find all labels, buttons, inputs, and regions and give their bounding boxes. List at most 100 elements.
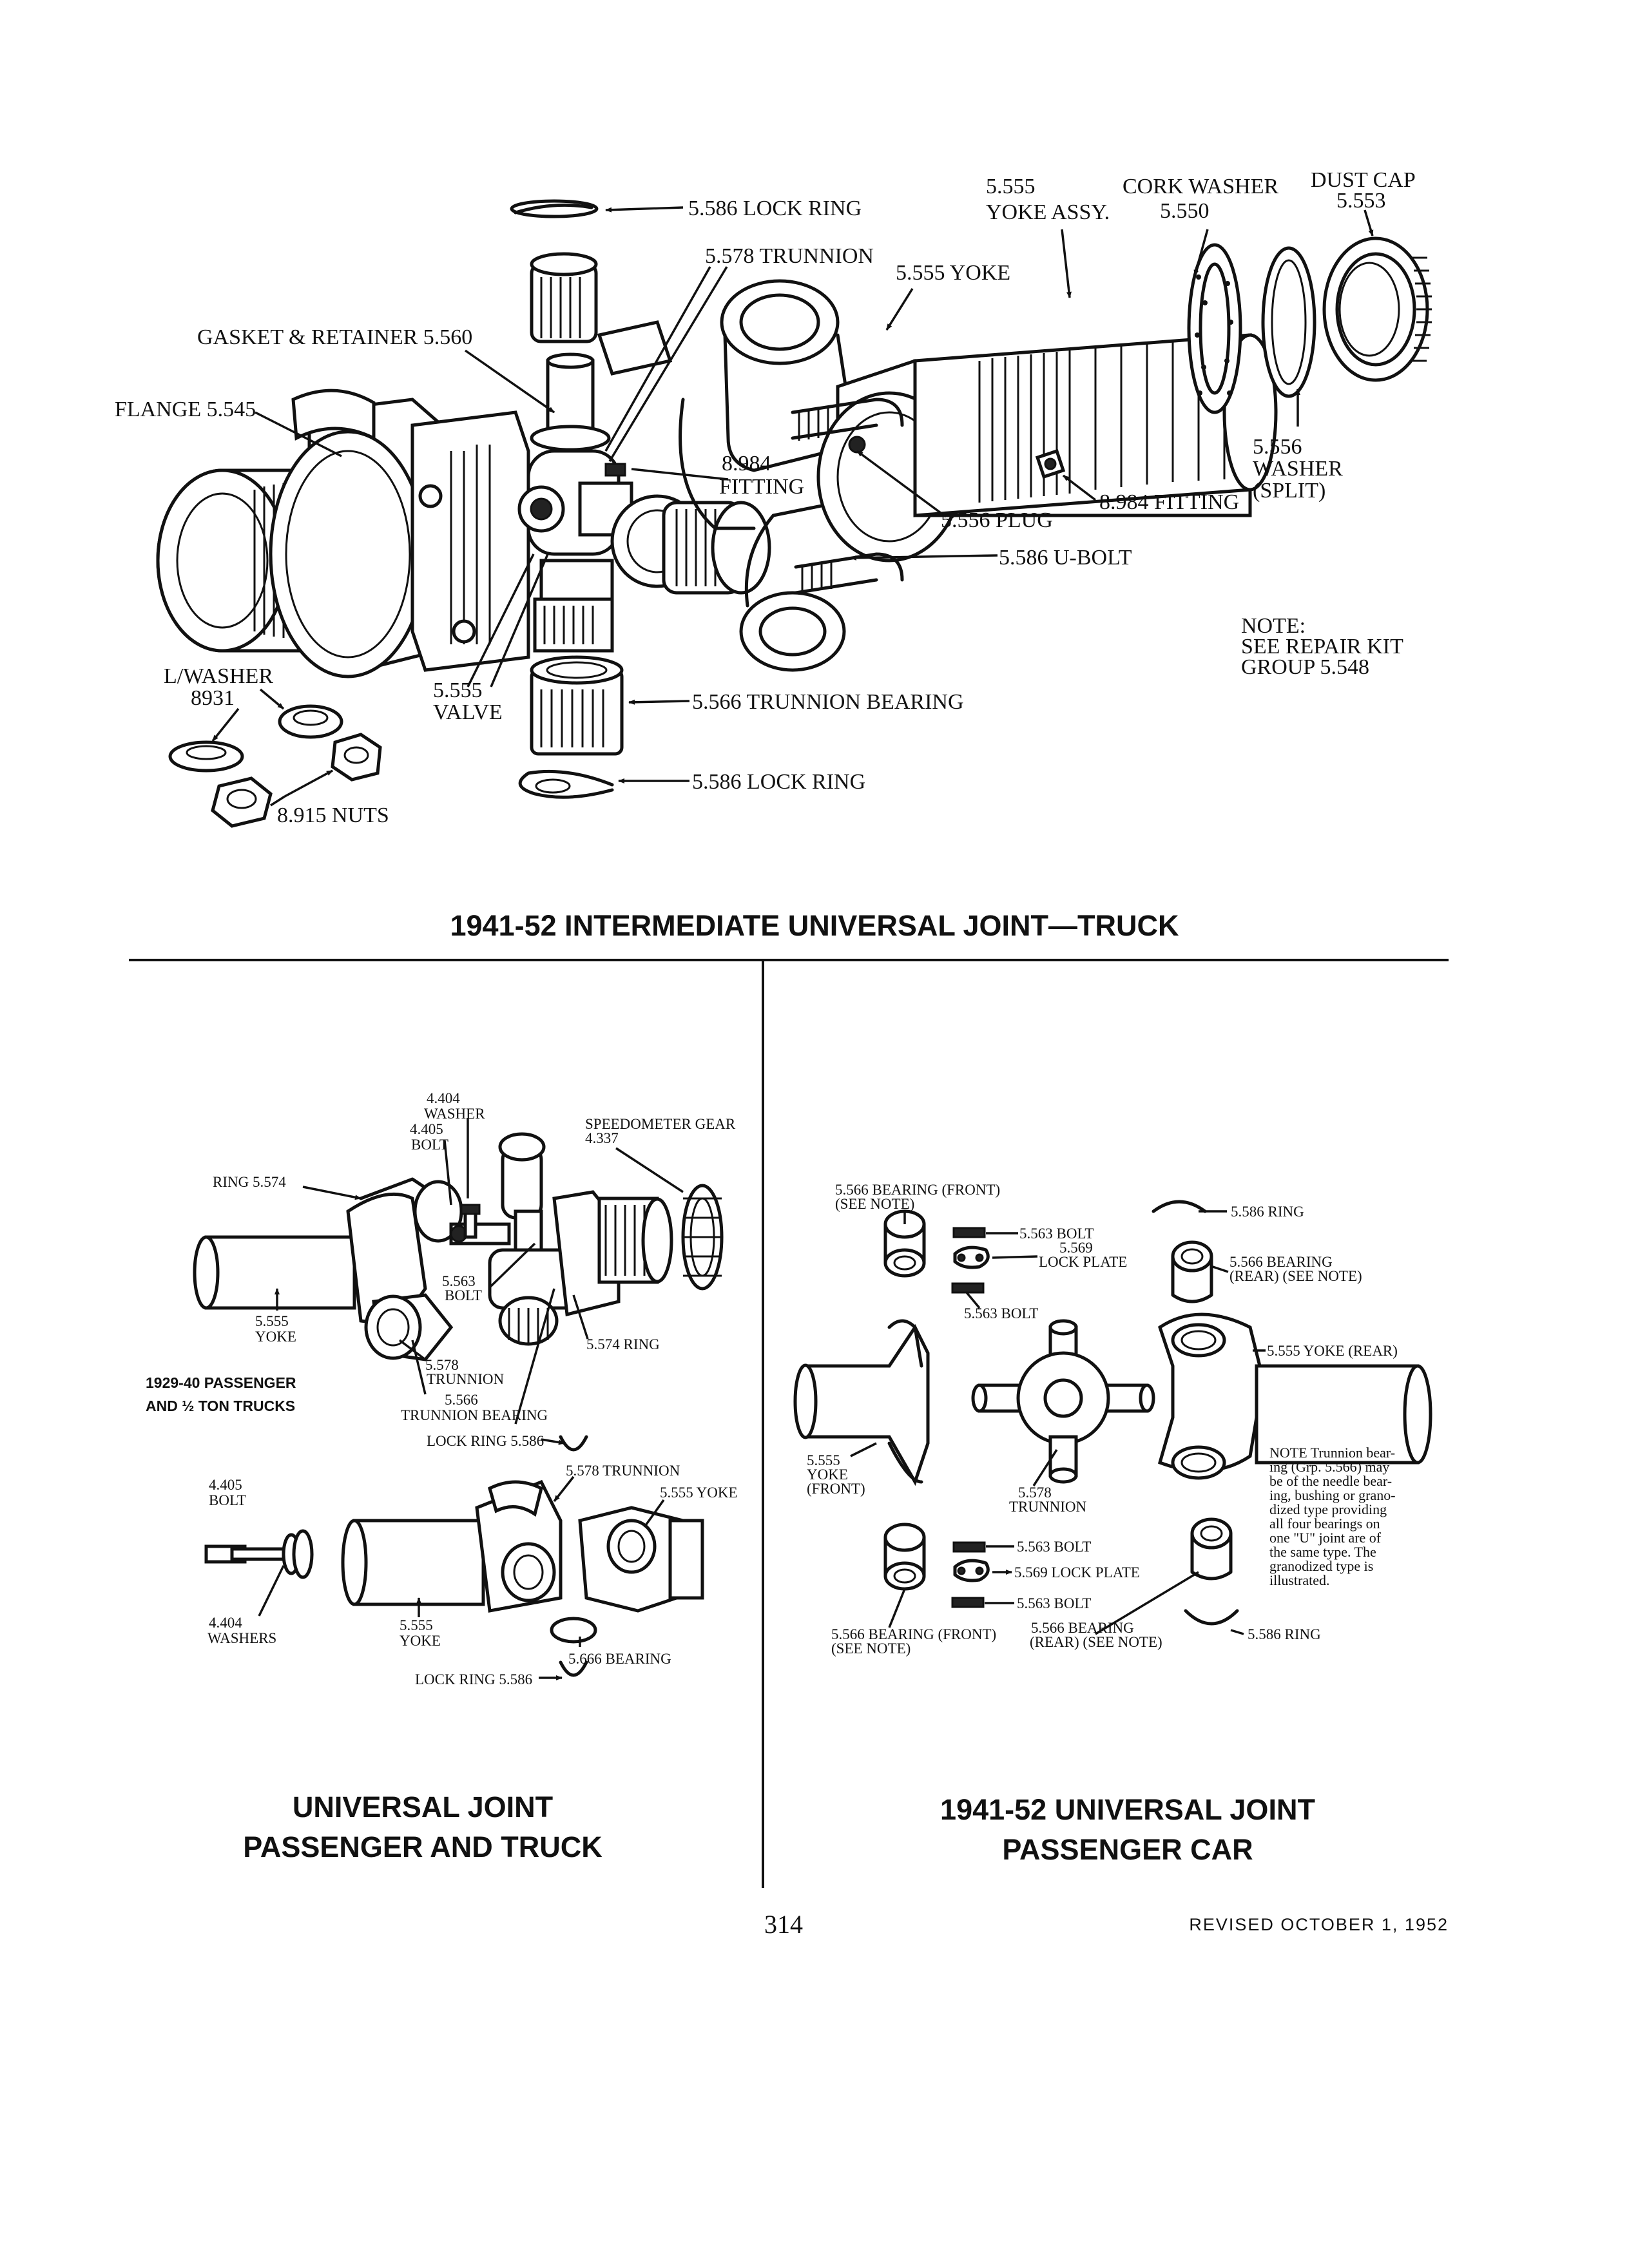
callout-fitting-num: 8.984 [722, 452, 771, 476]
cork-washer-part [1187, 243, 1242, 414]
callout-fitting-right: 8.984 FITTING [1099, 490, 1239, 514]
note-line-2: SEE REPAIR KIT [1241, 635, 1403, 658]
note-line: all four bearings on [1269, 1515, 1380, 1532]
callout-trunnion-right: TRUNNION [1009, 1499, 1086, 1515]
callout-bolt-b: 5.563 BOLT [964, 1305, 1038, 1321]
callout-bearing-front2: 5.566 BEARING (FRONT) [831, 1626, 996, 1642]
washers-nuts-part [168, 704, 382, 828]
callout-lock-ring-bottom-left: LOCK RING 5.586 [415, 1671, 532, 1687]
callout-trunnion-right-num: 5.578 [1018, 1485, 1052, 1501]
callout-cork-washer-num: 5.550 [1160, 199, 1210, 223]
callout-yoke-front: YOKE [807, 1466, 848, 1483]
callout-lock-plate: LOCK PLATE [1039, 1254, 1127, 1270]
intermediate-joint-drawing [156, 199, 1432, 828]
dust-cap-part [1322, 236, 1432, 382]
callout-see-note: (SEE NOTE) [835, 1196, 914, 1212]
callout-bearing-rear-note: (REAR) (SEE NOTE) [1229, 1268, 1362, 1284]
callout-lock-plate2: 5.569 LOCK PLATE [1014, 1564, 1140, 1581]
callout-bolt2-num: 5.563 [442, 1273, 476, 1289]
callout-yoke: YOKE [255, 1329, 296, 1345]
callout-speedo-num: 4.337 [585, 1130, 619, 1146]
callout-trunnion-num: 5.578 [425, 1357, 459, 1373]
right-caption-line-1: 1941-52 UNIVERSAL JOINT [940, 1793, 1315, 1826]
callout-dust-cap-num: 5.553 [1336, 189, 1386, 213]
note-line: the same type. The [1269, 1544, 1376, 1560]
right-leader-lines [850, 1210, 1266, 1635]
callout-see-note2: (SEE NOTE) [831, 1640, 911, 1657]
note-line-1: NOTE: [1241, 614, 1306, 638]
callout-ring2-right: 5.586 RING [1248, 1626, 1321, 1642]
callout-bearing: 5.666 BEARING [568, 1651, 671, 1667]
page-number: 314 [764, 1910, 803, 1939]
callout-lock-plate-num: 5.569 [1059, 1240, 1093, 1256]
callout-washers: WASHERS [207, 1630, 276, 1646]
callout-trunnion2: 5.578 TRUNNION [566, 1463, 680, 1479]
note-line: be of the needle bear- [1269, 1473, 1392, 1489]
left-caption-line-2: PASSENGER AND TRUCK [243, 1831, 602, 1863]
callout-bolt3: BOLT [209, 1492, 246, 1508]
callout-washer-split-1: WASHER [1253, 457, 1343, 481]
callout-bolt3-num: 4.405 [209, 1477, 242, 1493]
callout-yoke-assy: YOKE ASSY. [986, 200, 1110, 224]
callout-yoke-num: 5.555 [255, 1313, 289, 1329]
trunnion-cross-part [517, 252, 771, 653]
callout-yoke-front-num: 5.555 [807, 1452, 840, 1468]
callout-ring-right: 5.586 RING [1231, 1204, 1304, 1220]
callout-washer-num: 4.404 [427, 1090, 460, 1106]
callout-washers-num: 4.404 [209, 1615, 242, 1631]
callout-washer-split-num: 5.556 [1253, 435, 1302, 459]
callout-lock-ring-bottom: 5.586 LOCK RING [692, 770, 865, 794]
callout-yoke3: YOKE [400, 1633, 441, 1649]
callout-valve: VALVE [433, 700, 503, 724]
passenger-truck-joint-drawing [193, 1132, 724, 1677]
right-callouts: 5.566 BEARING (FRONT) (SEE NOTE) 5.563 B… [807, 1182, 1398, 1657]
callout-fitting: FITTING [719, 475, 804, 499]
revised-date: REVISED OCTOBER 1, 1952 [1189, 1915, 1449, 1934]
flange-yoke-part [410, 410, 530, 672]
note-line: dized type providing [1269, 1501, 1387, 1517]
callout-yoke: 5.555 YOKE [896, 261, 1010, 285]
passenger-car-joint-drawing [793, 1200, 1432, 1626]
callout-yoke-assy-num: 5.555 [986, 175, 1036, 198]
trunnion-bearing-note: NOTE Trunnion bear- ing (Grp. 5.566) may… [1269, 1445, 1396, 1588]
callout-bolt2: BOLT [445, 1287, 482, 1303]
callout-cork-washer: CORK WASHER [1123, 175, 1278, 198]
callout-valve-num: 5.555 [433, 678, 483, 702]
callout-nuts: 8.915 NUTS [277, 803, 389, 827]
callout-gasket: GASKET & RETAINER 5.560 [197, 325, 472, 349]
callout-trunnion: 5.578 TRUNNION [705, 244, 874, 268]
callout-bearing-front: 5.566 BEARING (FRONT) [835, 1182, 1000, 1198]
top-callouts: 5.586 LOCK RING 5.555 YOKE ASSY. CORK WA… [115, 168, 1416, 827]
callout-speedo: SPEEDOMETER GEAR [585, 1116, 736, 1132]
callout-ubolt: 5.586 U-BOLT [999, 546, 1132, 570]
note-line: ing (Grp. 5.566) may [1269, 1459, 1389, 1475]
lock-ring-bottom-part [518, 769, 614, 799]
trunnion-bearing-part [530, 655, 624, 756]
right-caption-line-2: PASSENGER CAR [1002, 1833, 1253, 1866]
grease-fitting-part [1035, 448, 1066, 479]
side-label-line-1: 1929-40 PASSENGER [146, 1374, 296, 1391]
callout-bearing-rear: 5.566 BEARING [1229, 1254, 1333, 1270]
top-leader-lines [211, 206, 1374, 807]
left-callouts: 4.404 WASHER 4.405 BOLT SPEEDOMETER GEAR… [146, 1090, 738, 1687]
split-washer-part [1261, 246, 1316, 398]
callout-yoke3-num: 5.555 [400, 1617, 433, 1633]
callout-bolt-a: 5.563 BOLT [1019, 1225, 1094, 1242]
callout-ring2: 5.574 RING [586, 1336, 660, 1352]
callout-lock-ring-top-left: LOCK RING 5.586 [427, 1433, 544, 1449]
note-line: NOTE Trunnion bear- [1269, 1445, 1395, 1461]
lock-ring-top-part [510, 199, 599, 218]
callout-trunnion-bearing: 5.566 TRUNNION BEARING [692, 690, 964, 714]
callout-dust-cap: DUST CAP [1311, 168, 1416, 192]
yoke-assembly-part [679, 279, 1278, 672]
callout-trunnion-bearing: TRUNNION BEARING [401, 1407, 548, 1423]
callout-bolt-c: 5.563 BOLT [1017, 1539, 1091, 1555]
note-line: ing, bushing or grano- [1269, 1487, 1396, 1503]
callout-yoke-front-paren: (FRONT) [807, 1481, 865, 1497]
callout-plug: 5.556 PLUG [941, 508, 1053, 532]
left-leader-lines [258, 1118, 684, 1680]
side-label-line-2: AND ½ TON TRUCKS [146, 1398, 295, 1414]
callout-bearing-rear2-note: (REAR) (SEE NOTE) [1030, 1634, 1162, 1650]
callout-yoke-rear: 5.555 YOKE (REAR) [1267, 1343, 1398, 1359]
